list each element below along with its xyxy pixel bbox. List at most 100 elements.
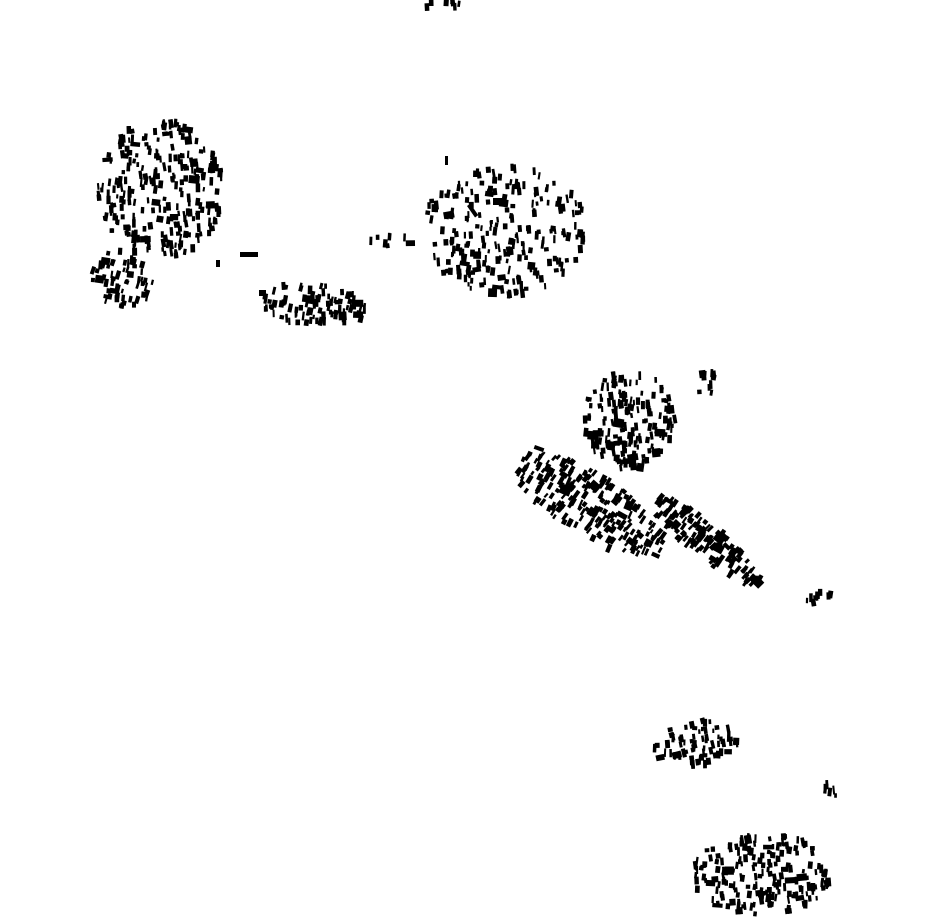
- building: [565, 476, 572, 487]
- building: [162, 250, 167, 257]
- building: [648, 519, 654, 526]
- building: [208, 222, 213, 231]
- building: [527, 247, 533, 254]
- building: [549, 225, 556, 232]
- building: [701, 873, 707, 881]
- building: [687, 516, 695, 525]
- building: [675, 513, 680, 519]
- building: [433, 200, 439, 210]
- building: [116, 194, 119, 199]
- building: [801, 839, 806, 849]
- building: [702, 545, 710, 554]
- building: [125, 266, 130, 274]
- building: [714, 560, 720, 566]
- building: [546, 258, 553, 267]
- building: [191, 166, 194, 174]
- building: [345, 304, 350, 311]
- building: [186, 150, 190, 159]
- building: [823, 783, 829, 790]
- building: [565, 231, 572, 242]
- building: [606, 397, 612, 407]
- building: [134, 295, 141, 305]
- building: [594, 505, 602, 515]
- building: [480, 225, 483, 232]
- building: [643, 548, 650, 556]
- building: [709, 389, 714, 396]
- building: [780, 866, 789, 872]
- building: [195, 232, 201, 238]
- building: [558, 481, 565, 489]
- building: [453, 230, 459, 238]
- building: [169, 130, 174, 139]
- building: [659, 538, 666, 546]
- building: [654, 742, 660, 748]
- building: [311, 296, 315, 304]
- building: [486, 188, 491, 195]
- building: [651, 391, 656, 399]
- building: [712, 728, 715, 733]
- building: [564, 485, 570, 491]
- building: [819, 864, 824, 874]
- building: [635, 549, 641, 557]
- building: [725, 903, 731, 910]
- building: [578, 514, 585, 522]
- building: [152, 184, 158, 194]
- building: [560, 518, 568, 526]
- building: [115, 215, 119, 225]
- building: [730, 868, 736, 873]
- building: [449, 239, 454, 246]
- building: [680, 748, 688, 758]
- building: [690, 539, 696, 545]
- building: [432, 241, 438, 247]
- building: [582, 490, 589, 498]
- building: [611, 447, 616, 457]
- building: [585, 473, 593, 481]
- building: [612, 434, 619, 439]
- building: [301, 294, 307, 303]
- building: [463, 231, 467, 239]
- building: [214, 165, 219, 172]
- building: [460, 187, 464, 194]
- building: [704, 733, 710, 742]
- building: [139, 260, 146, 269]
- building: [782, 883, 787, 892]
- building: [142, 279, 146, 285]
- building: [590, 438, 595, 444]
- building: [670, 498, 679, 508]
- building: [512, 238, 516, 245]
- building: [536, 455, 543, 463]
- building: [644, 436, 651, 444]
- building: [191, 216, 196, 222]
- building: [561, 512, 569, 521]
- building: [645, 399, 650, 408]
- building: [326, 302, 331, 312]
- building: [650, 521, 657, 529]
- building: [183, 215, 187, 223]
- building: [633, 422, 639, 431]
- building: [96, 190, 101, 196]
- building: [694, 511, 702, 520]
- building: [619, 427, 626, 433]
- settlement-southeast-diagonal-settlement: [653, 492, 765, 589]
- building: [692, 860, 698, 870]
- building: [524, 255, 528, 261]
- building: [347, 298, 353, 305]
- building: [531, 199, 534, 208]
- building: [122, 259, 128, 266]
- building: [549, 501, 557, 511]
- building: [107, 178, 112, 187]
- building: [589, 533, 597, 543]
- building: [496, 216, 500, 223]
- building: [814, 868, 818, 876]
- building: [439, 226, 445, 235]
- building: [194, 173, 200, 183]
- building: [575, 210, 582, 216]
- building: [599, 474, 608, 485]
- building: [501, 193, 508, 203]
- building: [648, 405, 651, 412]
- building: [739, 837, 745, 846]
- building: [658, 530, 668, 541]
- building: [707, 383, 711, 391]
- building: [504, 278, 510, 285]
- building: [554, 487, 561, 494]
